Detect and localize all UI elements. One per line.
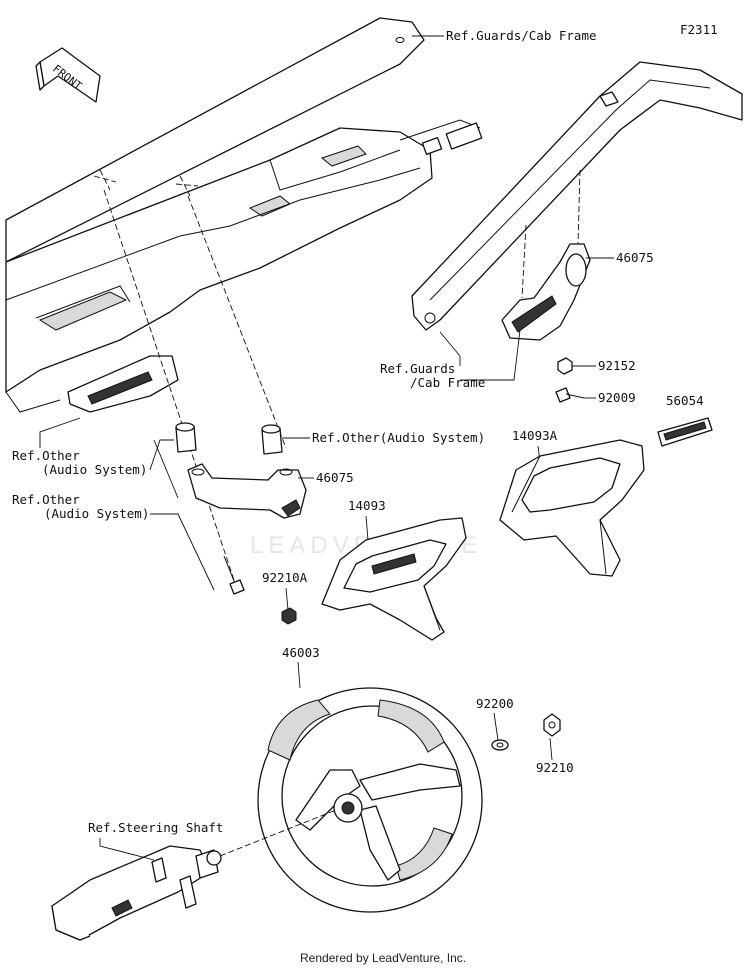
ref-other-audio-inline-label: Ref.Other(Audio System) [312, 430, 485, 445]
washer-92200 [491, 739, 509, 751]
ref-guards-label-line2: /Cab Frame [410, 375, 485, 390]
spacer-left [175, 422, 197, 453]
part-92210A-label: 92210A [262, 570, 308, 585]
ref-other-1-line1: Ref.Other [12, 448, 80, 463]
spacer-right [261, 424, 283, 455]
diagram-code: F2311 [680, 22, 718, 37]
nut-92210A [281, 607, 297, 625]
part-56054-label: 56054 [666, 393, 704, 408]
upper-grab-handle [501, 243, 591, 341]
dashboard [5, 119, 483, 413]
ref-guards-cab-frame-top-label: Ref.Guards/Cab Frame [446, 28, 597, 43]
handle-bolt [223, 555, 245, 595]
front-arrow-icon: FRONT [35, 47, 101, 103]
nut-92152 [557, 357, 573, 375]
bolt-92009 [555, 387, 585, 403]
part-46075-lower-label: 46075 [316, 470, 354, 485]
part-14093A-label: 14093A [512, 428, 558, 443]
steering-shaft [51, 809, 337, 941]
lower-grab-handle [187, 463, 307, 519]
ref-other-1-line2: (Audio System) [42, 462, 147, 477]
steering-cover-14093A [499, 439, 645, 577]
ref-steering-shaft-label: Ref.Steering Shaft [88, 820, 223, 835]
emblem-56054 [657, 417, 713, 447]
part-92200-label: 92200 [476, 696, 514, 711]
part-46075-upper-label: 46075 [616, 250, 654, 265]
part-46003-label: 46003 [282, 645, 320, 660]
part-92009-label: 92009 [598, 390, 636, 405]
ref-other-2-line1: Ref.Other [12, 492, 80, 507]
steering-wheel-46003 [257, 687, 483, 913]
part-14093-label: 14093 [348, 498, 386, 513]
part-92210-label: 92210 [536, 760, 574, 775]
nut-92210 [543, 713, 561, 737]
part-92152-label: 92152 [598, 358, 636, 373]
ref-guards-label-line1: Ref.Guards [380, 361, 455, 376]
ref-other-2-line2: (Audio System) [44, 506, 149, 521]
cab-frame-bar [411, 61, 743, 331]
footer-credit: Rendered by LeadVenture, Inc. [300, 951, 466, 965]
steering-cover-14093 [321, 517, 467, 641]
